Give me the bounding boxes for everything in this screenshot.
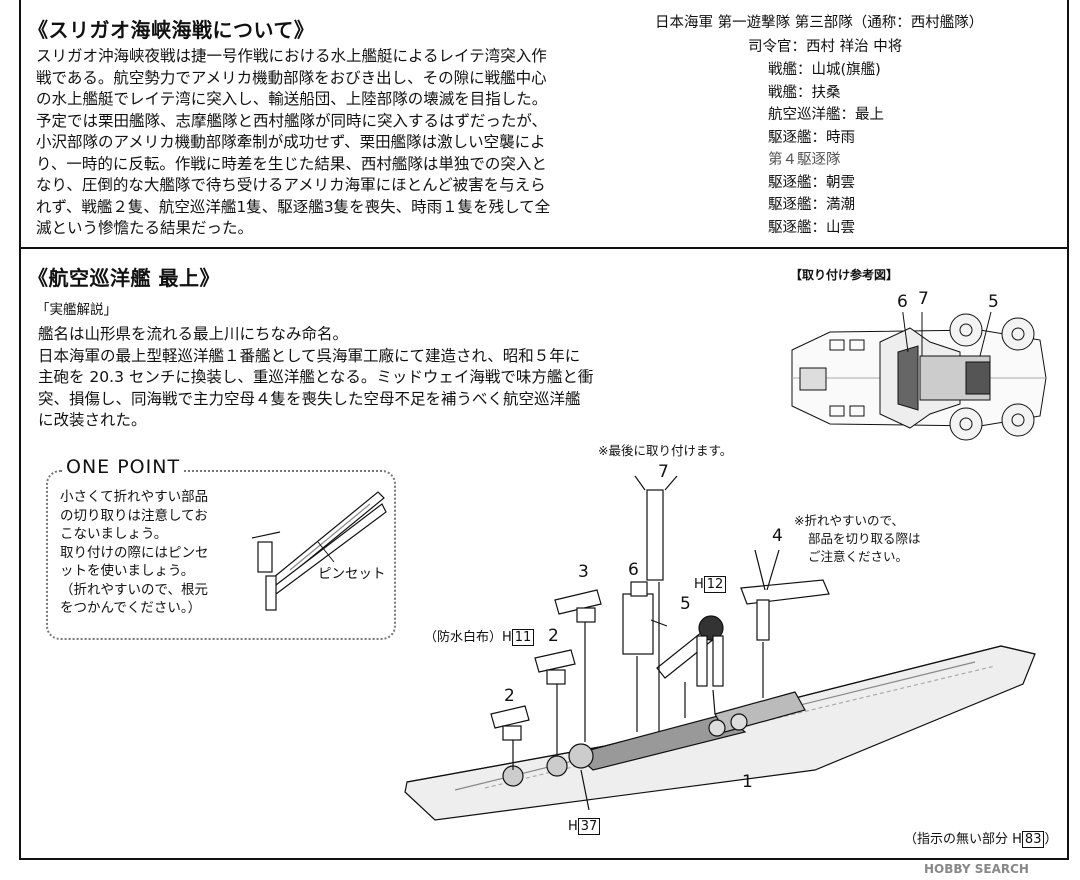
ref-number: 6 bbox=[897, 292, 908, 312]
fleet-header: 日本海軍 第一遊撃隊 第三部隊（通称：西村艦隊） bbox=[655, 15, 984, 31]
page-frame bbox=[19, 0, 1069, 860]
part-number-2: 2 bbox=[504, 686, 515, 706]
list-item: 駆逐艦：山雲 bbox=[768, 219, 855, 236]
list-item: 戦艦：扶桑 bbox=[768, 84, 841, 101]
ref-diagram bbox=[791, 312, 1047, 441]
part-number-7: 7 bbox=[658, 462, 669, 482]
list-item: 駆逐艦：満潮 bbox=[768, 197, 855, 213]
section1-paragraph: スリガオ沖海峡夜戦は捷一号作戦における水上艦艇によるレイテ湾突入作 戦である。航… bbox=[36, 47, 551, 237]
list-item: 第４駆逐隊 bbox=[768, 152, 841, 168]
one-point-title: ONE POINT bbox=[62, 456, 185, 478]
tweezers-icon bbox=[251, 491, 387, 611]
part-number-3: 3 bbox=[578, 562, 589, 582]
section-divider bbox=[19, 247, 1069, 249]
part-number-4: 4 bbox=[772, 526, 783, 546]
part-number-1: 1 bbox=[742, 772, 753, 792]
section2-subheading: 「実艦解説」 bbox=[36, 302, 117, 318]
part-number-2: 2 bbox=[548, 626, 559, 646]
list-item: 駆逐艦：朝雲 bbox=[768, 174, 855, 191]
section2-title: 《航空巡洋艦 最上》 bbox=[28, 266, 220, 290]
fleet-ship-list: 戦艦：山城(旗艦) 戦艦：扶桑 航空巡洋艦：最上 駆逐艦：時雨 第４駆逐隊 駆逐… bbox=[768, 59, 884, 239]
list-item: 駆逐艦：時雨 bbox=[768, 129, 855, 146]
tweezers-label: ピンセット bbox=[318, 566, 386, 582]
note-fragile: ※折れやすいので、 部品を切り取る際は ご注意ください。 bbox=[794, 513, 921, 564]
ref-number: 5 bbox=[988, 292, 999, 312]
assembly-diagram bbox=[404, 475, 1036, 821]
ref-number: 7 bbox=[918, 289, 929, 309]
section1-title: 《スリガオ海峡海戦について》 bbox=[28, 18, 315, 42]
fleet-commander: 司令官：西村 祥治 中将 bbox=[748, 39, 903, 55]
ref-diagram-title: 【取り付け参考図】 bbox=[790, 268, 899, 282]
note-last: ※最後に取り付けます。 bbox=[598, 443, 733, 458]
watermark: HOBBY SEARCH bbox=[924, 862, 1029, 876]
part-number-6: 6 bbox=[628, 560, 639, 580]
list-item: 戦艦：山城(旗艦) bbox=[768, 62, 881, 78]
section2-paragraph: 艦名は山形県を流れる最上川にちなみ命名。 日本海軍の最上型軽巡洋艦１番艦として呉… bbox=[38, 325, 594, 429]
list-item: 航空巡洋艦：最上 bbox=[768, 107, 884, 123]
part-number-5: 5 bbox=[680, 594, 691, 614]
one-point-text: 小さくて折れやすい部品 の切り取りは注意してお こないましょう。 取り付けの際に… bbox=[60, 489, 209, 616]
one-point-box bbox=[46, 470, 396, 640]
